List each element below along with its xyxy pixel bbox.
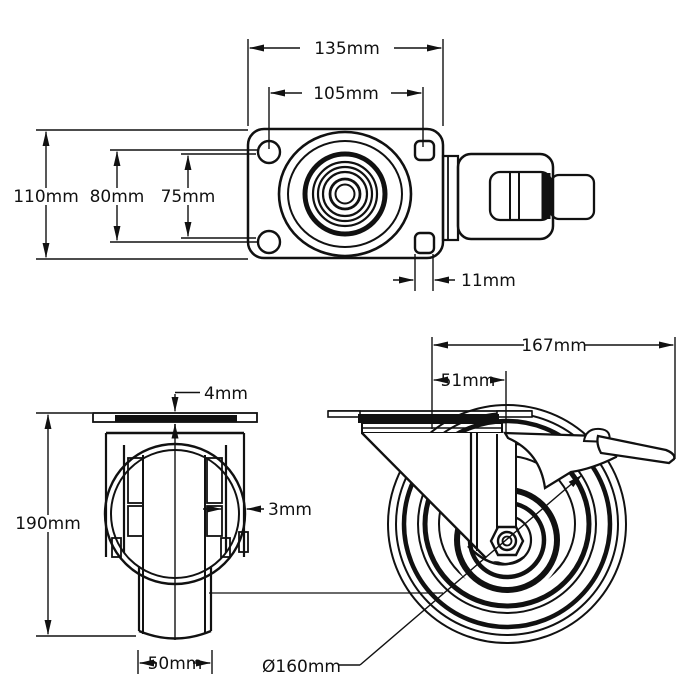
side-view-caster (327, 404, 676, 644)
dim-label-fork-thickness: 3mm (268, 500, 312, 520)
dim-label-hole-spacing-width: 105mm (313, 84, 379, 104)
front-wheel (137, 424, 213, 640)
dim-label-hole-spacing-height: 80mm (90, 187, 145, 207)
brake-lever (596, 434, 676, 465)
top-view-plate (246, 127, 596, 260)
dim-label-total-length: 167mm (521, 336, 587, 356)
dim-label-hole-diameter: 11mm (461, 271, 516, 291)
dim-label-plate-width: 135mm (314, 39, 380, 59)
side-fork (361, 432, 525, 566)
bolt-hole-top-right (413, 139, 436, 162)
brake-pedal-top (549, 173, 596, 221)
bolt-hole-bottom-right (413, 231, 436, 255)
dim-label-plate-thickness: 4mm (204, 384, 248, 404)
axle-nut (489, 525, 525, 557)
front-view-caster (92, 412, 258, 640)
dim-label-wheel-diameter: Ø160mm (262, 657, 341, 677)
diameter-leader (359, 474, 583, 666)
wheel-housing-top (441, 152, 596, 242)
side-plate (327, 410, 533, 423)
bolt-hole-bottom-left (256, 229, 282, 255)
dim-label-plate-height: 110mm (13, 187, 79, 207)
dim-label-hole-inner-spacing: 75mm (161, 187, 216, 207)
dim-label-swivel-offset: 51mm (441, 371, 496, 391)
swivel-raceway-top (277, 130, 413, 258)
brake-housing (502, 427, 676, 490)
front-fork (103, 431, 249, 586)
front-view-dimensions (20, 391, 264, 674)
side-view-dimensions (209, 337, 676, 666)
brake-tab-front (238, 531, 249, 553)
top-view-dimensions (18, 39, 455, 291)
dim-label-total-height: 190mm (15, 514, 81, 534)
dim-label-wheel-width: 50mm (148, 654, 203, 674)
front-plate (92, 412, 258, 423)
